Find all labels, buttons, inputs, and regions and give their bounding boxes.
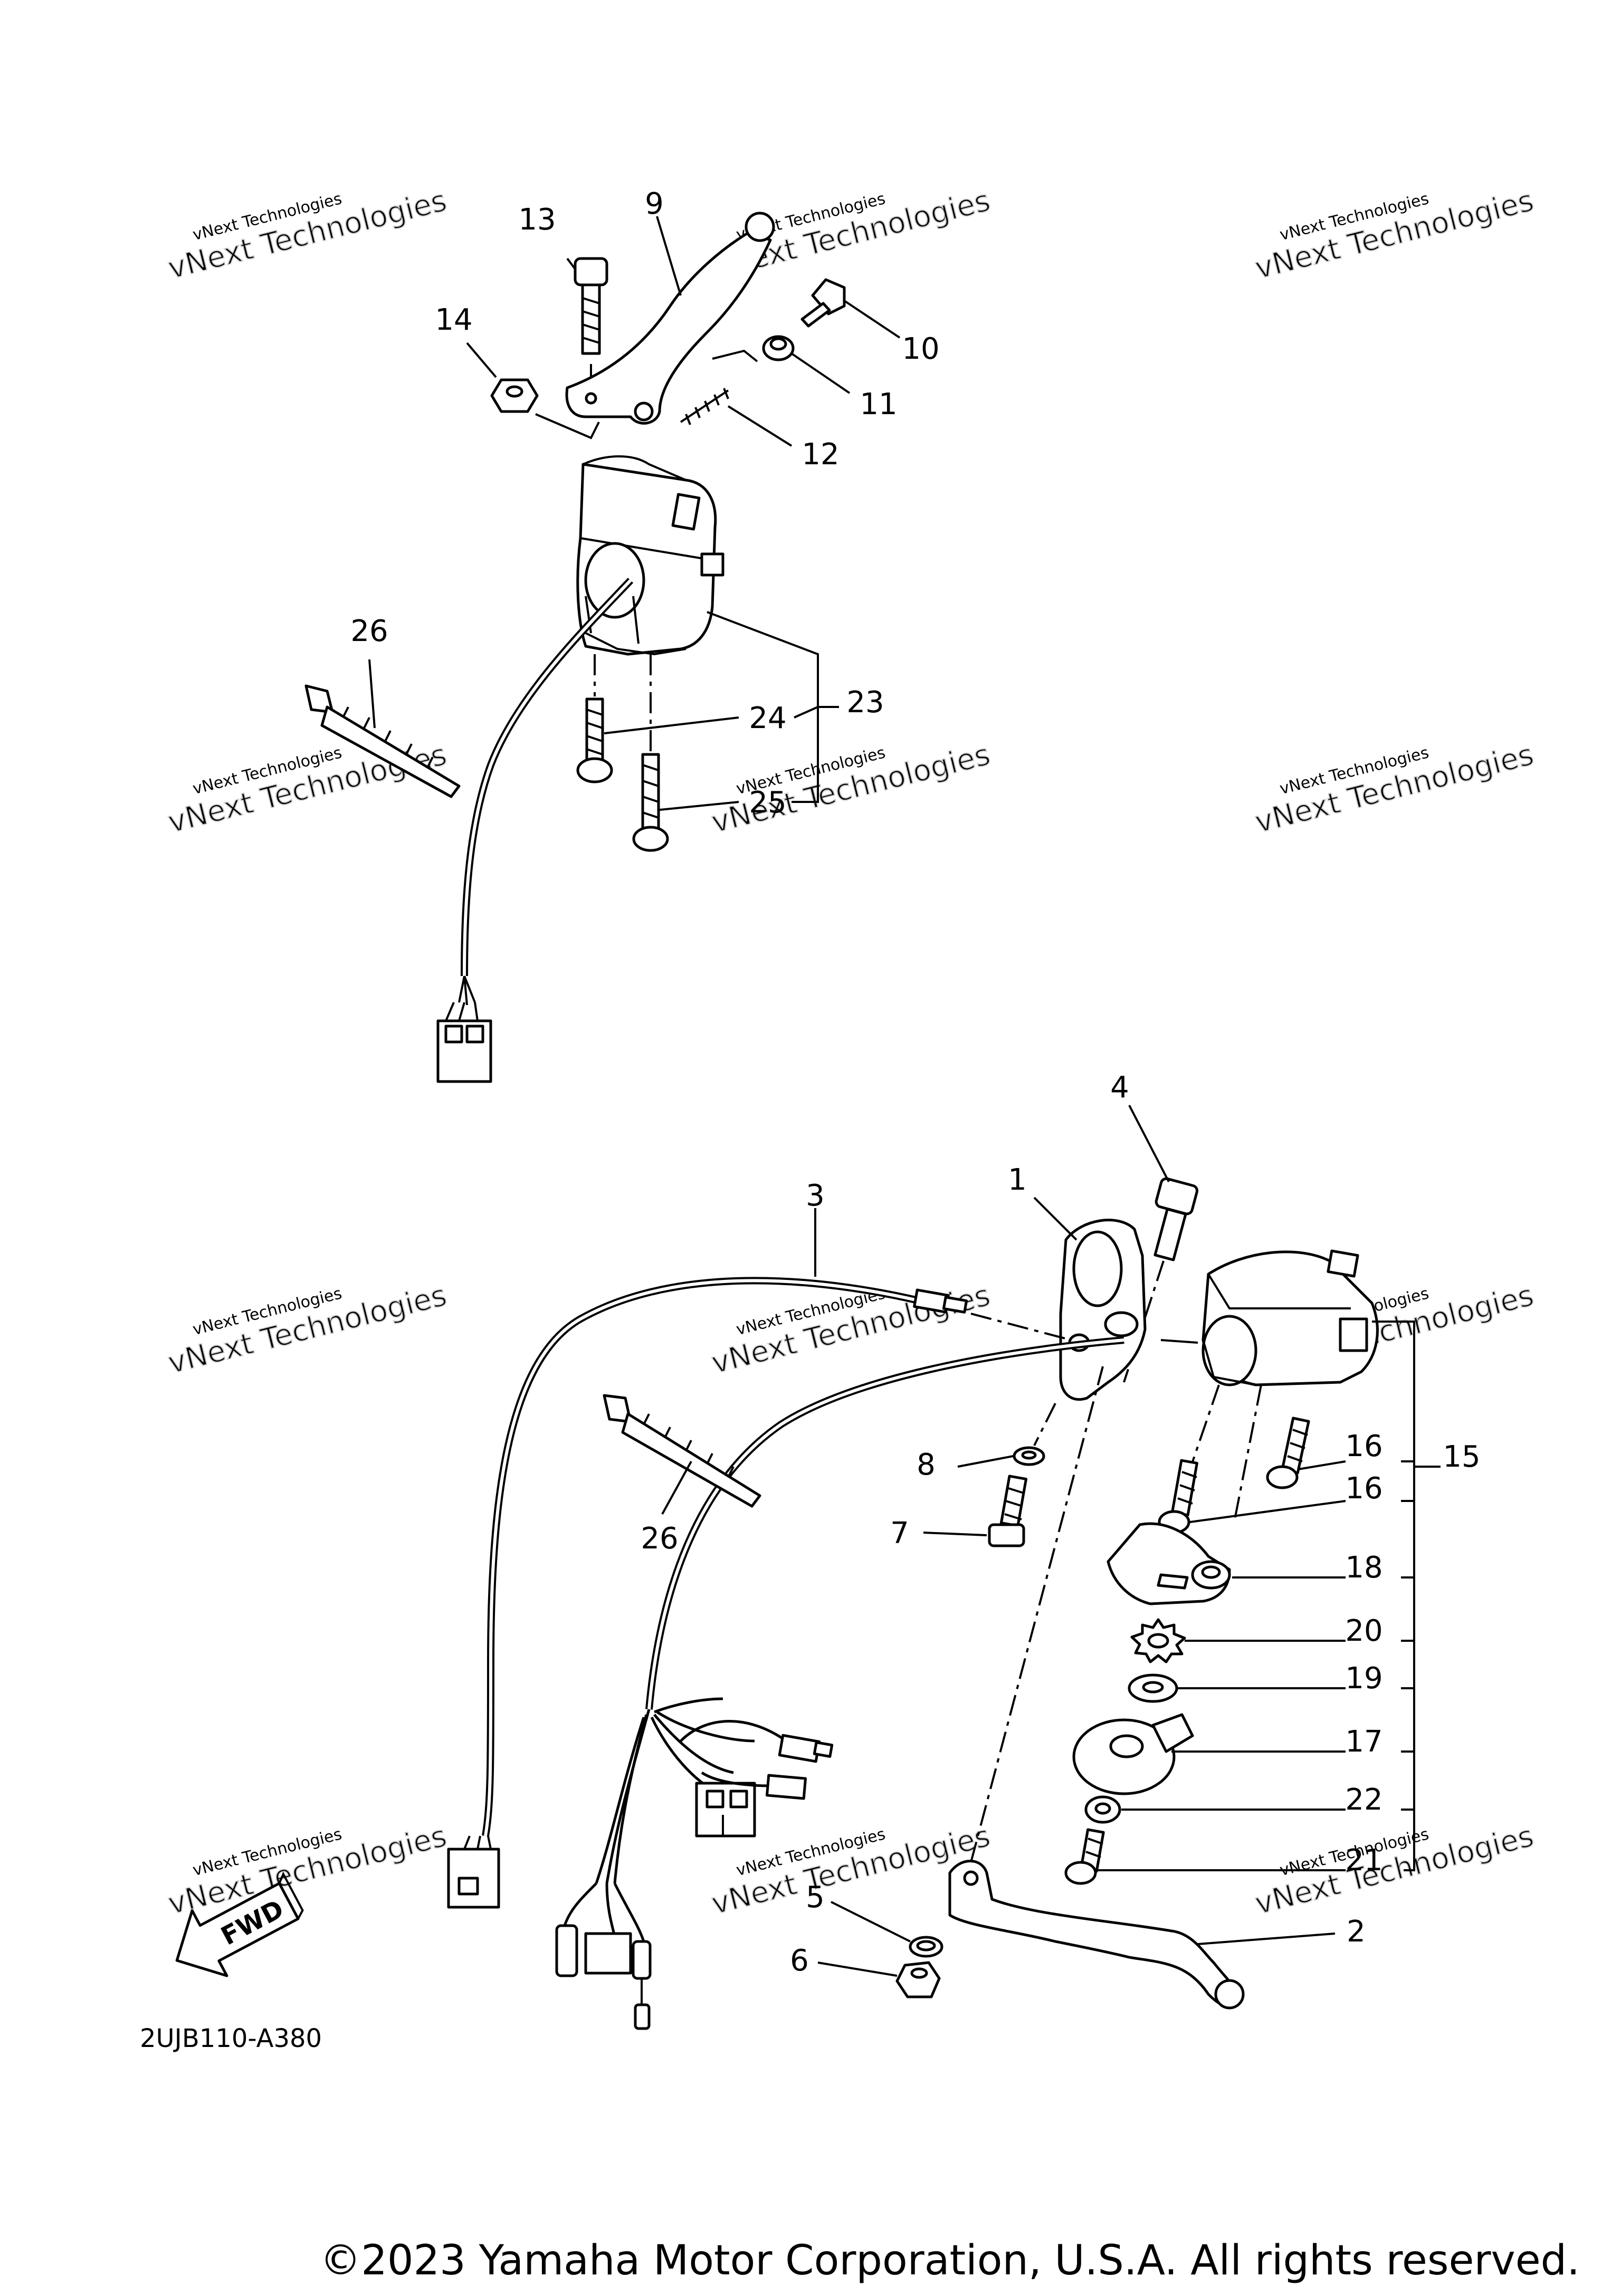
part-5-o-ring (909, 1936, 943, 1958)
part-19-washer (1128, 1673, 1178, 1703)
part-9-lever-ball (745, 212, 775, 242)
part-24-screw (576, 697, 613, 783)
bullet-connector (680, 1720, 834, 1763)
watermark: vNext Technologies vNext Technologies (164, 183, 451, 286)
label-6: 6 (790, 1944, 809, 1978)
label-23: 23 (846, 685, 884, 720)
part-8-washer (1013, 1446, 1045, 1466)
fwd-arrow: FWD (175, 1871, 304, 1977)
label-19: 19 (1345, 1661, 1382, 1696)
watermark: vNext Technologies vNext Technologies (1251, 737, 1538, 840)
label-3: 3 (806, 1179, 825, 1213)
bullet-connector-2 (701, 1771, 807, 1800)
label-17: 17 (1345, 1725, 1382, 1759)
upper-connector (436, 1002, 492, 1083)
part-6-nut (895, 1961, 941, 1998)
upper-assembly: 13 9 14 10 11 12 26 24 23 25 (304, 187, 940, 1083)
part-26-cable-tie-lower (603, 1394, 761, 1508)
fwd-arrow-icon (175, 1882, 300, 1977)
part-21-screw (1064, 1828, 1105, 1885)
lower-left-connector (447, 1835, 500, 1909)
watermark: vNext Technologies vNext Technologies (708, 737, 994, 840)
label-26-lower: 26 (641, 1522, 678, 1556)
lower-connector-2pin (695, 1782, 756, 1838)
part-20-star-washer (1130, 1618, 1186, 1663)
part-16-screw-a (1266, 1417, 1310, 1489)
label-8: 8 (917, 1448, 936, 1482)
part-9-pivot-hole (634, 401, 654, 422)
label-24: 24 (749, 701, 786, 735)
part-3-cable-end (913, 1288, 968, 1314)
lower-assembly: 4 1 3 16 15 16 8 7 26 18 20 19 17 22 21 … (447, 1070, 1481, 2030)
part-14-nut-hole (506, 385, 523, 398)
part-10-screw (800, 278, 846, 328)
label-4: 4 (1110, 1070, 1129, 1105)
part-9-lever (565, 231, 772, 425)
label-21: 21 (1345, 1843, 1382, 1878)
label-10: 10 (902, 332, 939, 366)
part-17-knob (1072, 1713, 1194, 1795)
part-13-bolt (574, 257, 608, 355)
label-1: 1 (1008, 1163, 1027, 1197)
label-2: 2 (1347, 1915, 1366, 1949)
part-26-cable-tie-upper (304, 684, 461, 798)
part-12-spring (680, 388, 729, 425)
part-9-bolt-hole (585, 392, 597, 405)
label-25: 25 (749, 786, 786, 820)
part-4-bolt (1153, 1177, 1199, 1261)
watermark: vNext Technologies vNext Technologies (1251, 1819, 1538, 1922)
watermarks: vNext Technologies vNext Technologies vN… (164, 183, 1538, 1922)
part-25-screw (632, 753, 669, 852)
label-22: 22 (1345, 1783, 1382, 1817)
part-15-switch-housing (1202, 1249, 1379, 1386)
label-12: 12 (802, 437, 839, 472)
part-11-collar (762, 335, 795, 361)
part-22-washer (1084, 1795, 1121, 1824)
label-11: 11 (860, 387, 897, 422)
label-5: 5 (806, 1880, 825, 1915)
label-16b: 16 (1345, 1471, 1382, 1506)
part-1-bore (1072, 1230, 1123, 1307)
copyright-notice: ©2023 Yamaha Motor Corporation, U.S.A. A… (320, 2237, 1580, 2284)
watermark: vNext Technologies vNext Technologies (164, 1278, 451, 1381)
part-2-lever (948, 1860, 1241, 2008)
watermark: vNext Technologies vNext Technologies (164, 737, 451, 840)
part-3-cable (482, 1277, 919, 1837)
main-harness (645, 1336, 1124, 1710)
label-9: 9 (645, 187, 664, 221)
label-26-upper: 26 (350, 614, 388, 648)
watermark: vNext Technologies vNext Technologies (1251, 183, 1538, 286)
part-18-cover (1107, 1522, 1231, 1605)
label-16a: 16 (1345, 1429, 1382, 1463)
label-15: 15 (1443, 1440, 1480, 1474)
lower-connector-cluster (555, 1882, 652, 2030)
diagram-code: 2UJB110-A380 (140, 2024, 322, 2053)
label-7: 7 (890, 1516, 909, 1551)
label-14: 14 (435, 303, 472, 337)
part-7-bolt (988, 1475, 1028, 1547)
label-13: 13 (518, 203, 556, 237)
part-2-lever-ball (1214, 1979, 1245, 2010)
watermark: vNext Technologies vNext Technologies (164, 1819, 451, 1922)
label-18: 18 (1345, 1551, 1382, 1585)
part-23-handlebar-switch (576, 455, 724, 656)
label-20: 20 (1345, 1614, 1382, 1648)
